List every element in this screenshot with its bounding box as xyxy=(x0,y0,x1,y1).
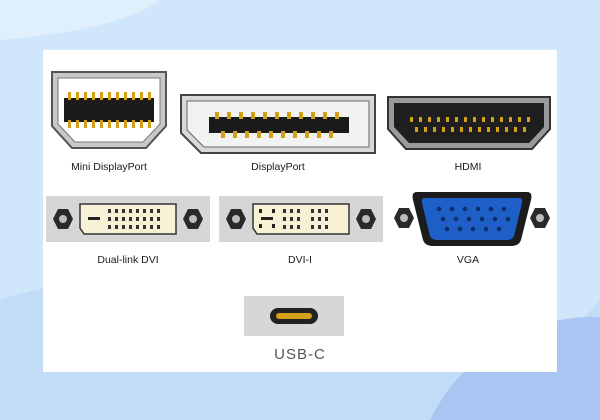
hdmi-icon xyxy=(386,95,552,151)
vga-icon xyxy=(391,188,553,248)
usb-c-label: USB-C xyxy=(274,346,326,363)
hdmi-label: HDMI xyxy=(454,161,482,173)
dvi-i-label: DVI-I xyxy=(288,254,312,266)
mini-displayport-label: Mini DisplayPort xyxy=(71,161,147,173)
mini-displayport-icon xyxy=(46,68,172,152)
dvi-i-icon xyxy=(219,196,383,242)
dual-link-dvi-icon xyxy=(46,196,210,242)
usb-c-icon xyxy=(244,296,344,336)
displayport-label: DisplayPort xyxy=(251,161,305,173)
displayport-icon xyxy=(179,93,377,155)
dual-link-dvi-label: Dual-link DVI xyxy=(97,254,159,266)
vga-label: VGA xyxy=(456,254,480,266)
